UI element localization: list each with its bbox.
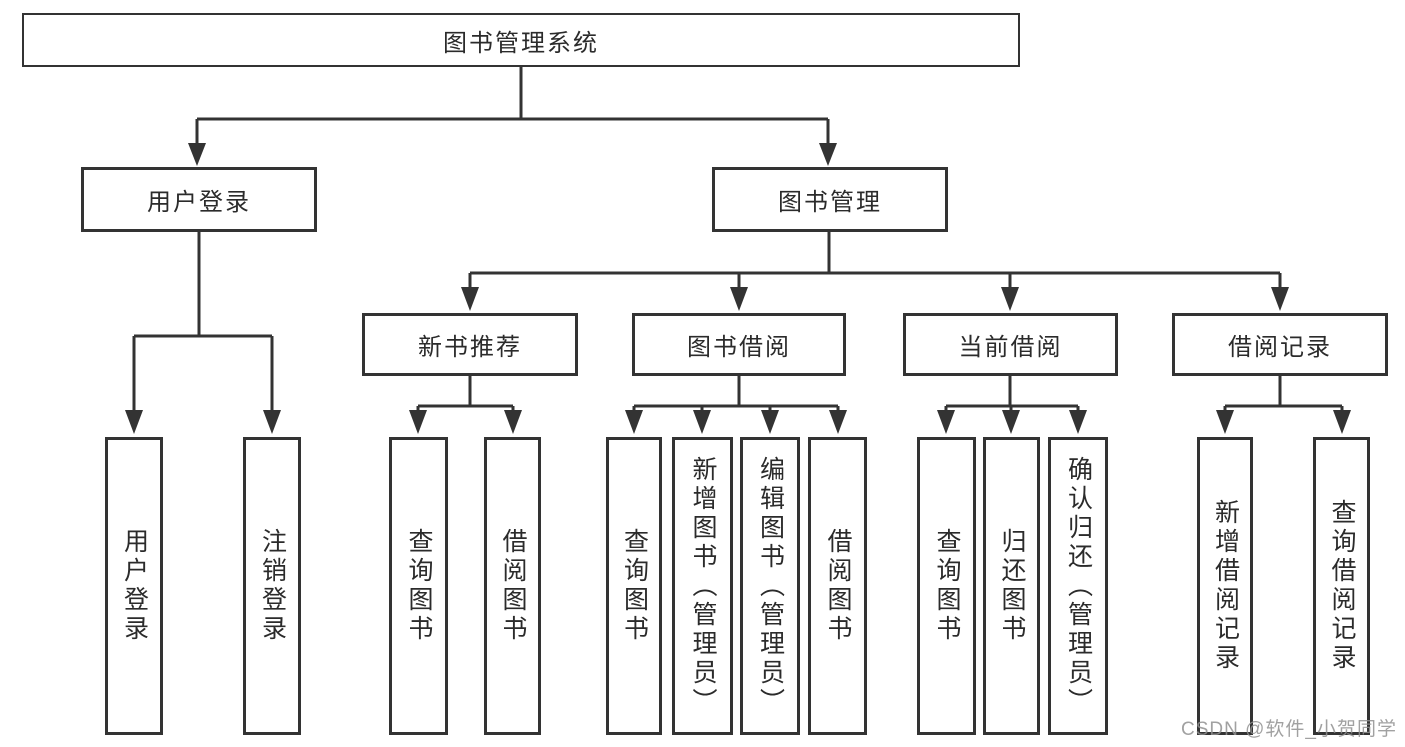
connector-current-borrow bbox=[944, 376, 1080, 413]
leaf-node-label: 查询借阅记录 bbox=[1328, 499, 1356, 673]
connector-new-book-recommend bbox=[416, 376, 515, 413]
leaf-node-label: 归还图书 bbox=[998, 528, 1026, 644]
leaf-node-edit-books-admin: 编辑图书（管理员） bbox=[740, 437, 800, 735]
leaf-node-confirm-return-admin: 确认归还（管理员） bbox=[1048, 437, 1108, 735]
leaf-node-label: 借阅图书 bbox=[824, 528, 852, 644]
root-node-label: 图书管理系统 bbox=[443, 29, 599, 57]
leaf-node-label: 查询图书 bbox=[620, 528, 649, 644]
leaf-node-logout: 注销登录 bbox=[243, 437, 301, 735]
leaf-node-label: 用户登录 bbox=[120, 528, 149, 644]
leaf-node-query-books-2: 查询图书 bbox=[606, 437, 662, 735]
leaf-node-label: 借阅图书 bbox=[499, 528, 527, 644]
group-node-label: 新书推荐 bbox=[418, 334, 522, 361]
group-node-current-borrow: 当前借阅 bbox=[903, 313, 1118, 376]
arrowhead bbox=[693, 410, 711, 434]
leaf-node-label: 编辑图书（管理员） bbox=[756, 455, 785, 717]
branch-node-label: 图书管理 bbox=[778, 189, 882, 216]
group-node-label: 图书借阅 bbox=[687, 334, 791, 361]
arrowhead bbox=[1001, 287, 1019, 311]
leaf-node-label: 注销登录 bbox=[258, 528, 287, 644]
arrowhead bbox=[829, 410, 847, 434]
group-node-new-book-recommend: 新书推荐 bbox=[362, 313, 578, 376]
leaf-node-label: 查询图书 bbox=[405, 528, 433, 644]
connector-line-group bbox=[132, 67, 1344, 413]
arrowhead bbox=[937, 410, 955, 434]
arrowhead bbox=[1333, 410, 1351, 434]
branch-node-book-management: 图书管理 bbox=[712, 167, 948, 232]
leaf-node-borrow-books-1: 借阅图书 bbox=[484, 437, 541, 735]
arrowhead bbox=[819, 143, 837, 166]
connector-root bbox=[195, 67, 830, 144]
root-node-library-system: 图书管理系统 bbox=[22, 13, 1020, 67]
arrowhead bbox=[1271, 287, 1289, 311]
connector-book-management bbox=[468, 232, 1282, 289]
arrowhead bbox=[504, 410, 522, 434]
leaf-node-user-login: 用户登录 bbox=[105, 437, 163, 735]
leaf-node-label: 查询图书 bbox=[933, 528, 961, 644]
leaf-node-borrow-books-2: 借阅图书 bbox=[808, 437, 867, 735]
csdn-watermark: CSDN @软件_小贺同学 bbox=[1181, 719, 1397, 740]
arrowhead bbox=[625, 410, 643, 434]
leaf-node-add-borrow-record: 新增借阅记录 bbox=[1197, 437, 1253, 735]
leaf-node-query-borrow-record: 查询借阅记录 bbox=[1313, 437, 1370, 735]
arrowhead bbox=[461, 287, 479, 311]
arrowhead-group bbox=[125, 143, 1351, 434]
group-node-borrow-record: 借阅记录 bbox=[1172, 313, 1388, 376]
leaf-node-query-books-3: 查询图书 bbox=[917, 437, 976, 735]
arrowhead bbox=[409, 410, 427, 434]
arrowhead bbox=[1002, 410, 1020, 434]
arrowhead bbox=[125, 410, 143, 434]
arrowhead bbox=[263, 410, 281, 434]
leaf-node-label: 新增借阅记录 bbox=[1211, 499, 1240, 673]
leaf-node-add-books-admin: 新增图书（管理员） bbox=[672, 437, 733, 735]
arrowhead bbox=[1069, 410, 1087, 434]
branch-node-user-login: 用户登录 bbox=[81, 167, 317, 232]
leaf-node-return-books: 归还图书 bbox=[983, 437, 1040, 735]
arrowhead bbox=[188, 143, 206, 166]
arrowhead bbox=[1216, 410, 1234, 434]
group-node-label: 借阅记录 bbox=[1228, 334, 1332, 361]
branch-node-label: 用户登录 bbox=[147, 189, 251, 216]
connector-user-login bbox=[132, 232, 274, 413]
connector-borrow-record bbox=[1223, 376, 1344, 413]
group-node-book-borrow: 图书借阅 bbox=[632, 313, 846, 376]
leaf-node-label: 确认归还（管理员） bbox=[1064, 455, 1093, 717]
group-node-label: 当前借阅 bbox=[958, 334, 1063, 361]
arrowhead bbox=[730, 287, 748, 311]
leaf-node-label: 新增图书（管理员） bbox=[689, 455, 717, 717]
leaf-node-query-books-1: 查询图书 bbox=[389, 437, 448, 735]
connector-book-borrow bbox=[632, 376, 840, 413]
arrowhead bbox=[761, 410, 779, 434]
